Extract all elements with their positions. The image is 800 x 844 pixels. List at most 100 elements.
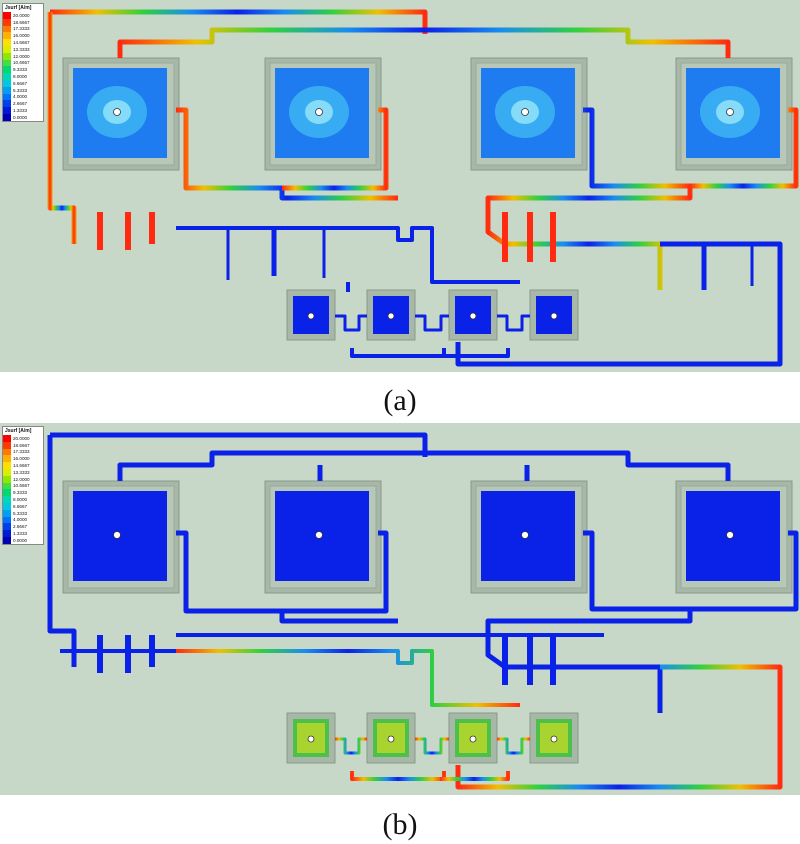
legend-value: 10.6667 (13, 483, 30, 489)
feed-point (726, 108, 734, 116)
legend-row: 13.3333 (3, 468, 43, 476)
legend-row: 16.0000 (3, 455, 43, 463)
feed-line-mid-left (176, 530, 398, 624)
legend-value: 16.0000 (13, 456, 30, 462)
legend-value: 4.0000 (13, 517, 28, 523)
legend-swatch (3, 32, 11, 40)
legend-row: 4.0000 (3, 93, 43, 101)
legend-value: 12.0000 (13, 53, 30, 59)
feed-line-mid-right (485, 530, 693, 713)
legend-value: 20.0000 (13, 12, 30, 18)
legend-value: 14.6667 (13, 463, 30, 469)
tuning-stub (527, 635, 533, 685)
legend-swatch (3, 516, 11, 524)
feed-line-upper (117, 450, 731, 481)
legend-value: 0.0000 (13, 537, 28, 543)
feed-line-mid (282, 107, 389, 191)
legend-swatch (3, 489, 11, 497)
feed-point (113, 108, 121, 116)
legend-row: 10.6667 (3, 59, 43, 67)
legend-swatch (3, 86, 11, 94)
feed-line-upper (117, 27, 731, 58)
legend-value: 12.0000 (13, 476, 30, 482)
feed-point (315, 108, 323, 116)
legend-row: 5.3333 (3, 86, 43, 94)
legend-swatch (3, 79, 11, 87)
legend-row: 9.3333 (3, 66, 43, 74)
legend-title: Jsurf [A/m] (5, 5, 32, 11)
legend-swatch (3, 113, 11, 121)
legend-swatch (3, 536, 11, 544)
legend-value: 10.6667 (13, 60, 30, 66)
legend-value: 0.0000 (13, 114, 28, 120)
legend-row: 20.0000 (3, 12, 43, 19)
legend-value: 8.0000 (13, 74, 28, 80)
small-feed-point (387, 312, 395, 320)
legend-row: 8.0000 (3, 496, 43, 503)
legend-swatch (3, 462, 11, 469)
legend-swatch (3, 496, 11, 503)
small-meander (335, 737, 367, 755)
legend-row: 17.3333 (3, 448, 43, 456)
legend-row: 8.0000 (3, 73, 43, 80)
legend-value: 16.0000 (13, 33, 30, 39)
small-meander (497, 737, 530, 755)
small-feed-point (307, 312, 315, 320)
legend-swatch (3, 39, 11, 46)
legend-row: 16.0000 (3, 32, 43, 40)
tuning-stub (502, 212, 508, 262)
small-feed-line (176, 649, 520, 707)
legend-swatch (3, 475, 11, 483)
small-feed-point (469, 312, 477, 320)
legend-row: 1.3333 (3, 530, 43, 537)
small-feed-point (550, 735, 558, 743)
legend-row: 6.6667 (3, 79, 43, 87)
legend-swatch (3, 73, 11, 80)
legend-swatch (3, 25, 11, 33)
legend-swatch (3, 45, 11, 53)
legend-value: 17.3333 (13, 26, 30, 32)
small-meander (415, 314, 449, 332)
legend-value: 9.3333 (13, 490, 28, 496)
feed-line-mid-right (485, 107, 693, 290)
legend-value: 2.6667 (13, 101, 28, 107)
feed-line-top (50, 432, 428, 457)
legend-value: 1.3333 (13, 108, 28, 114)
legend-swatch (3, 100, 11, 108)
legend-row: 2.6667 (3, 523, 43, 531)
tuning-stub (550, 212, 556, 262)
legend-row: 17.3333 (3, 25, 43, 33)
legend-value: 6.6667 (13, 80, 28, 86)
legend-row: 18.6667 (3, 441, 43, 449)
legend-value: 18.6667 (13, 442, 30, 448)
legend-swatch (3, 482, 11, 490)
legend-value: 4.0000 (13, 94, 28, 100)
legend-value: 5.3333 (13, 510, 28, 516)
tuning-stub (149, 635, 155, 667)
legend-swatch (3, 448, 11, 456)
legend-value: 13.3333 (13, 46, 30, 52)
small-feed-bottom (350, 771, 446, 781)
current-distribution-plot-b (0, 423, 800, 795)
legend-row: 10.6667 (3, 482, 43, 490)
legend-swatch (3, 52, 11, 60)
legend-value: 9.3333 (13, 67, 28, 73)
small-feed-point (550, 312, 558, 320)
small-meander (497, 314, 530, 332)
legend-value: 1.3333 (13, 531, 28, 537)
legend-value: 6.6667 (13, 503, 28, 509)
legend-value: 8.0000 (13, 497, 28, 503)
legend-row: 4.0000 (3, 516, 43, 524)
caption-a: (a) (383, 384, 417, 417)
legend-swatch (3, 441, 11, 449)
legend-value: 13.3333 (13, 469, 30, 475)
legend-row: 0.0000 (3, 536, 43, 544)
feed-line-mid (282, 530, 389, 614)
feed-point (315, 531, 323, 539)
legend-row: 14.6667 (3, 39, 43, 46)
legend-row: 12.0000 (3, 52, 43, 60)
small-feed-bottom (440, 348, 510, 358)
